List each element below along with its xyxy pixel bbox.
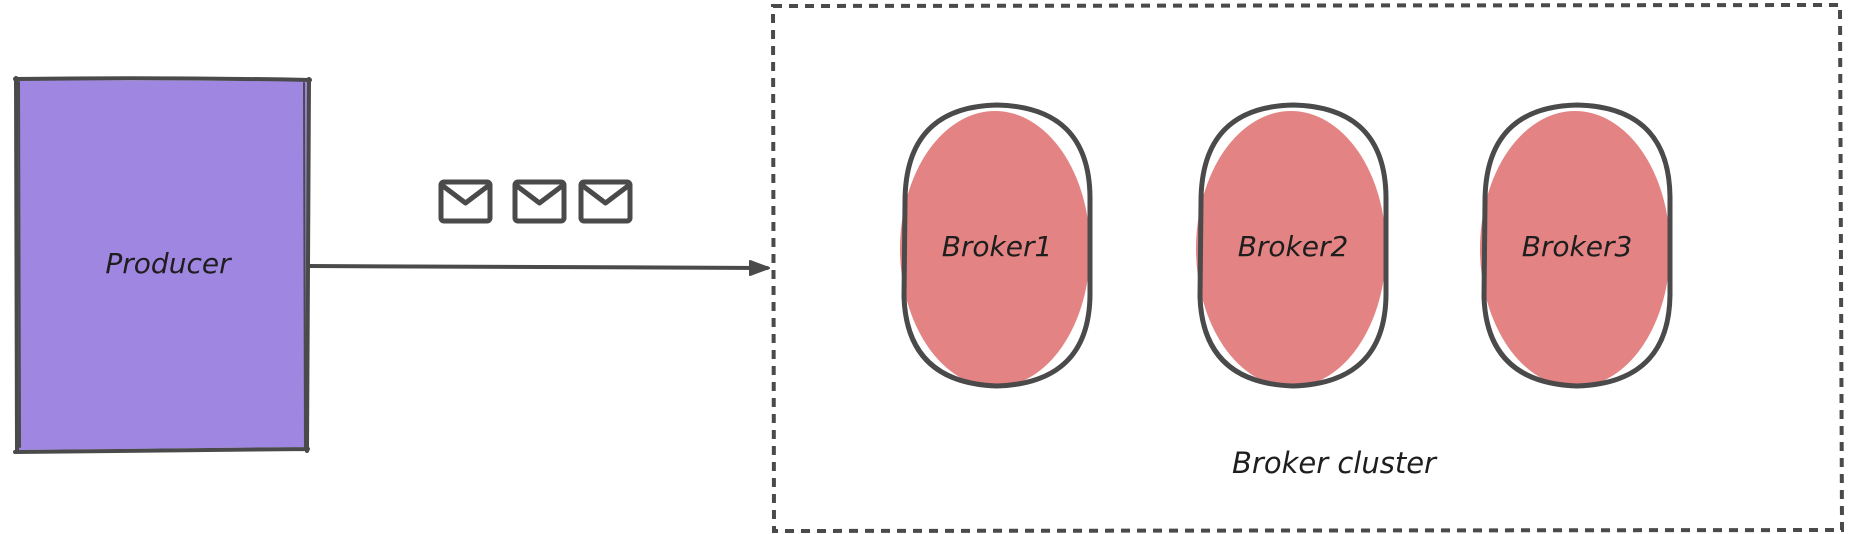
cluster-border <box>770 2 1845 534</box>
broker-cluster: Broker1 Broker2 Broker3 Broker cluster <box>770 2 1845 534</box>
producer-node: Producer <box>13 76 312 454</box>
mail-icon <box>512 179 567 224</box>
broker-label: Broker3 <box>1522 230 1633 263</box>
arrow-head <box>749 260 770 276</box>
broker-node: Broker2 <box>1196 102 1389 389</box>
broker-label: Broker1 <box>942 230 1053 263</box>
broker-label: Broker2 <box>1238 230 1349 263</box>
message-icons <box>438 179 633 224</box>
broker-node: Broker3 <box>1480 102 1673 389</box>
producer-box <box>17 80 308 450</box>
producer-label: Producer <box>105 247 232 280</box>
broker-node: Broker1 <box>900 102 1093 389</box>
producer-to-cluster-arrow <box>307 260 770 276</box>
mail-icon <box>438 179 493 224</box>
cluster-label: Broker cluster <box>1232 446 1438 480</box>
mail-icon <box>578 179 633 224</box>
